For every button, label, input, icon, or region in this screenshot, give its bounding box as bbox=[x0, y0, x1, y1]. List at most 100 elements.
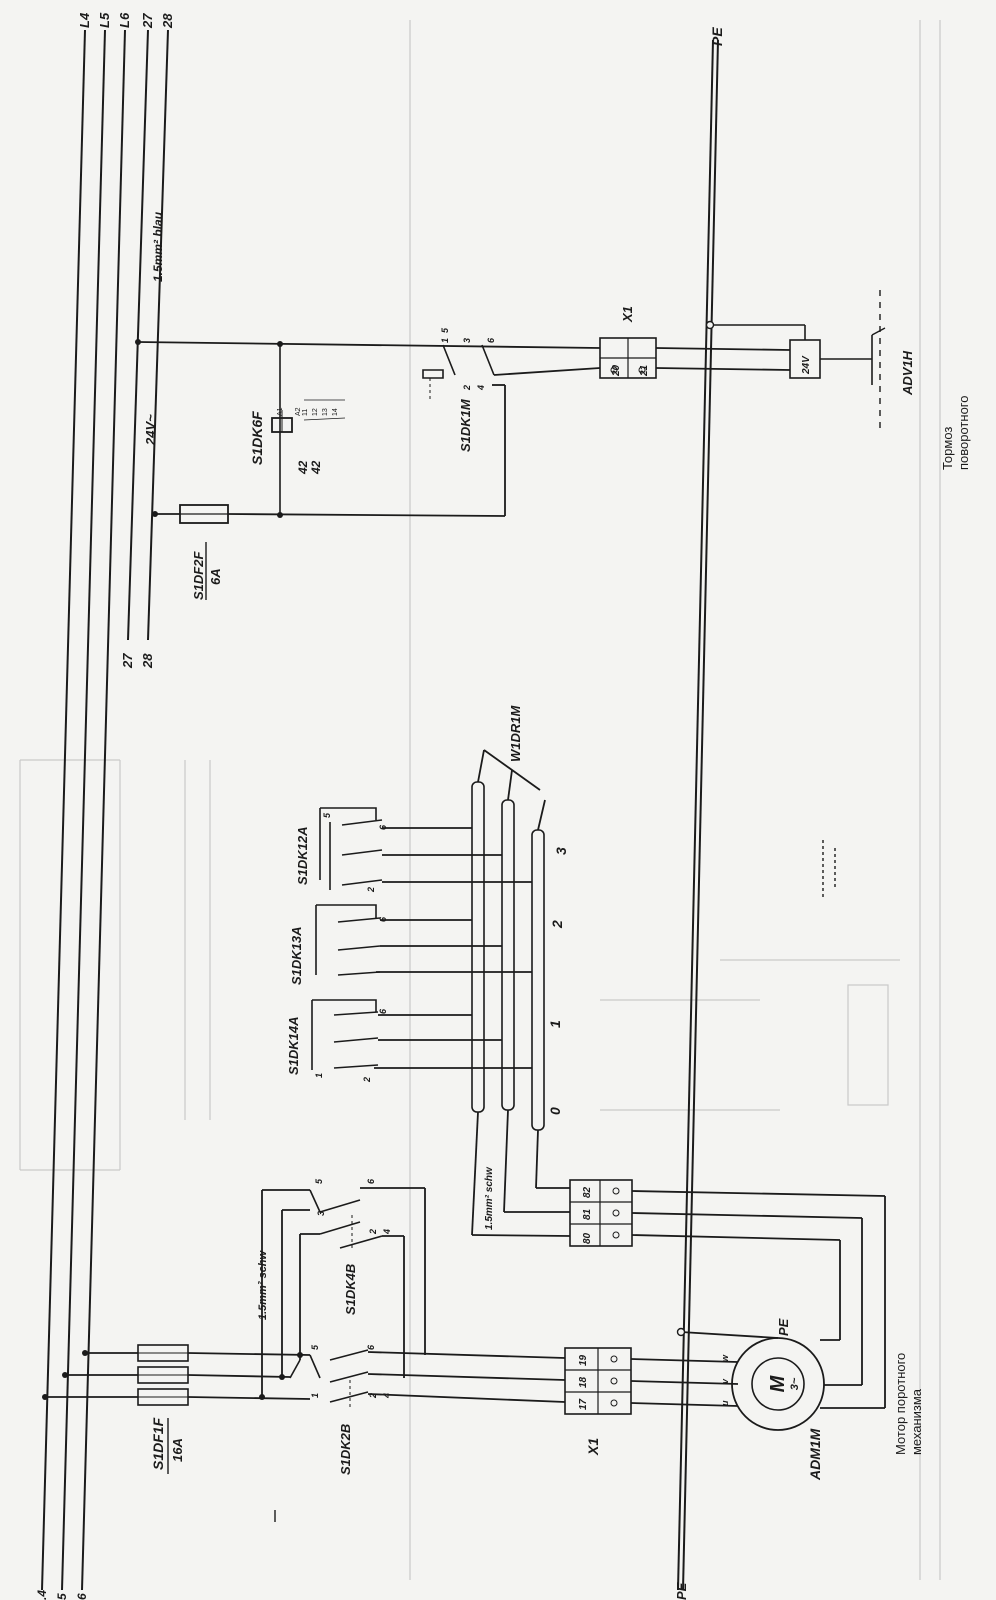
pin-3: 3 bbox=[462, 338, 472, 343]
brake-valve-adv1h: 24V ADV1H Тормоз поворотного bbox=[705, 290, 971, 470]
bus-bottom-labels: .4 5 6 PE bbox=[35, 1582, 689, 1600]
motor-term-v: v bbox=[720, 1378, 730, 1384]
motor-term-w: w bbox=[720, 1354, 730, 1362]
pin-5: 5 bbox=[322, 812, 332, 818]
switch-w1dr1m: W1DR1M 0 1 2 3 1.5mm² schw bbox=[471, 704, 571, 1237]
relay-s1dk6f: S1DK6F A1 A2 42 42 11 12 13 14 bbox=[249, 399, 346, 475]
pin-6: 6 bbox=[378, 1008, 388, 1014]
term-17: 17 bbox=[578, 1398, 589, 1410]
relay-contact-table: 11 12 13 14 bbox=[302, 399, 346, 421]
pin-6: 6 bbox=[366, 1344, 376, 1350]
control-circuit bbox=[135, 339, 601, 518]
label-bottom-l4: .4 bbox=[35, 1590, 49, 1600]
motor-caption-line2: механизма bbox=[909, 1388, 924, 1455]
brake-caption-line2: поворотного bbox=[956, 396, 971, 470]
pin-6: 6 bbox=[378, 916, 388, 922]
switch-name: W1DR1M bbox=[508, 704, 523, 762]
contact-num: 14 bbox=[332, 408, 339, 416]
motor-inner bbox=[751, 1357, 805, 1411]
direction-contactors: S1DK4B 5 6 3 2 4 1.5mm² schw S1DK2B 5 6 … bbox=[257, 1178, 426, 1475]
terminal-x1-lower: 19 18 17 X1 bbox=[564, 1347, 739, 1456]
junction-dot bbox=[152, 511, 158, 517]
contact-num: 13 bbox=[322, 408, 329, 416]
pe-rail bbox=[677, 39, 719, 1591]
fuse-main-rating: 16A bbox=[170, 1438, 185, 1462]
switch-pos-2: 2 bbox=[549, 920, 565, 929]
step-contactor-14a: S1DK14A bbox=[286, 1016, 301, 1075]
terminal-x1-upper: 20 21 X1 bbox=[599, 306, 791, 379]
term-21: 21 bbox=[639, 364, 650, 377]
label-27-left: 27 bbox=[120, 653, 135, 669]
term-80: 80 bbox=[582, 1232, 593, 1244]
main-fuse-s1df1f: S1DF1F 16A bbox=[42, 1344, 566, 1474]
pin-4: 4 bbox=[382, 1393, 392, 1399]
coil-term-a1: A1 bbox=[277, 407, 284, 416]
step-contactors: S1DK12A S1DK13A S1DK14A 5 6 2 6 bbox=[286, 807, 532, 1083]
label-24v: 24V~ bbox=[143, 414, 158, 446]
valve-name: ADV1H bbox=[900, 350, 915, 396]
pin-5: 5 bbox=[314, 1178, 324, 1184]
relay-name: S1DK6F bbox=[249, 411, 265, 465]
switch-pos-1: 1 bbox=[547, 1020, 563, 1028]
label-28: 28 bbox=[160, 13, 175, 29]
switch-pos-3: 3 bbox=[553, 847, 569, 855]
fuse-s1df2f: S1DF2F 6A bbox=[179, 504, 229, 600]
label-l6: L6 bbox=[117, 12, 132, 28]
pin-2: 2 bbox=[366, 887, 376, 893]
contactor-s1dk1m: S1DK1M 1 3 5 2 4 6 bbox=[422, 327, 601, 452]
motor-adm1m: M 3~ PE w v u ADM1M Мотор поротного меха… bbox=[676, 1318, 924, 1481]
junction-dot bbox=[135, 339, 141, 345]
wire-black-label: 1.5mm² schw bbox=[257, 1249, 269, 1320]
relay-contact-a: 42 bbox=[296, 460, 310, 475]
pin-5: 5 bbox=[440, 327, 450, 333]
pin-6: 6 bbox=[486, 337, 496, 343]
pin-3: 3 bbox=[316, 1211, 326, 1216]
label-bottom-l5: 5 bbox=[55, 1593, 69, 1600]
contactor-s1dk12a: S1DK12A bbox=[295, 807, 532, 890]
contactor-s1dk14a: S1DK14A bbox=[286, 999, 532, 1075]
term-20: 20 bbox=[611, 364, 622, 377]
label-bottom-l6: 6 bbox=[75, 1593, 89, 1600]
label-l5: L5 bbox=[97, 12, 112, 28]
label-28-left: 28 bbox=[140, 653, 155, 669]
term-19: 19 bbox=[578, 1354, 589, 1366]
pin-4: 4 bbox=[382, 1229, 392, 1235]
fuse-control-rating: 6A bbox=[208, 568, 223, 585]
term-18: 18 bbox=[578, 1376, 589, 1388]
motor-term-u: u bbox=[720, 1400, 730, 1406]
pin-2: 2 bbox=[368, 1393, 378, 1399]
switch-pos-0: 0 bbox=[547, 1107, 563, 1115]
bus-top-labels: L4 L5 L6 27 28 PE bbox=[77, 12, 725, 46]
contactor-s1dk13a: S1DK13A bbox=[289, 904, 532, 985]
label-pe-top: PE bbox=[709, 27, 725, 46]
control-bus-27-28 bbox=[127, 29, 169, 641]
fuse-control-name: S1DF2F bbox=[191, 551, 206, 600]
pin-6: 6 bbox=[366, 1178, 376, 1184]
relay-contact-b: 42 bbox=[309, 460, 323, 475]
dir-contactor-2b: S1DK2B bbox=[338, 1424, 353, 1475]
background-bleed-lines bbox=[19, 20, 941, 1580]
pin-1: 1 bbox=[310, 1393, 320, 1398]
label-l4: L4 bbox=[77, 12, 92, 28]
pin-2: 2 bbox=[362, 1077, 372, 1083]
misc-marks bbox=[274, 840, 836, 1522]
step-contactor-12a: S1DK12A bbox=[295, 826, 310, 885]
dir-contactor-4b: S1DK4B bbox=[343, 1264, 358, 1315]
motor-caption-line1: Мотор поротного bbox=[893, 1353, 908, 1455]
pin-5: 5 bbox=[310, 1344, 320, 1350]
valve-voltage: 24V bbox=[801, 355, 812, 375]
busbar-l4-l5-l6 bbox=[41, 29, 126, 1591]
terminal-lower-name: X1 bbox=[585, 1438, 601, 1456]
wire-black-label-2: 1.5mm² schw bbox=[484, 1166, 495, 1230]
pin-6: 6 bbox=[378, 824, 388, 830]
brake-contactor-name: S1DK1M bbox=[458, 398, 473, 452]
contact-num: 11 bbox=[302, 409, 309, 416]
coil-term-a2: A2 bbox=[295, 407, 302, 416]
pin-1: 1 bbox=[314, 1073, 324, 1078]
label-27: 27 bbox=[140, 13, 155, 29]
pin-1: 1 bbox=[440, 338, 450, 343]
terminal-80-82: 82 81 80 bbox=[569, 1179, 886, 1385]
term-81: 81 bbox=[582, 1208, 593, 1220]
motor-pe: PE bbox=[776, 1318, 791, 1336]
